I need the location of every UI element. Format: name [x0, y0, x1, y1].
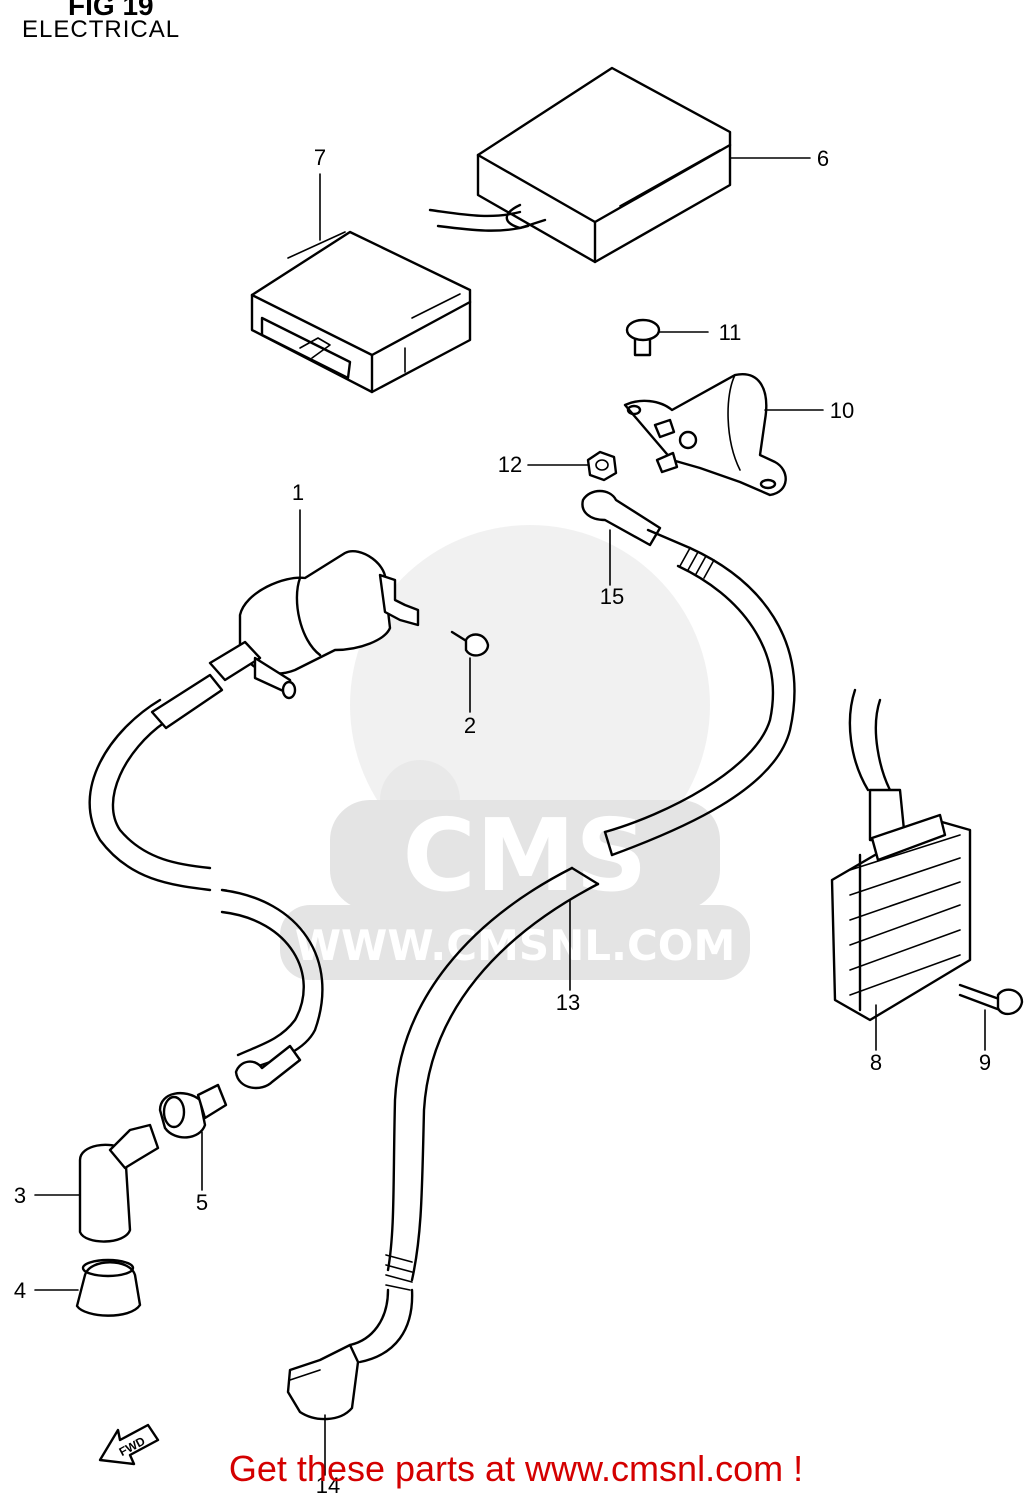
callout-11: 11 — [719, 320, 742, 345]
callout-4: 4 — [14, 1278, 26, 1303]
callout-8: 8 — [870, 1050, 882, 1075]
watermark-url: WWW.CMSNL.COM — [295, 921, 736, 970]
callout-15: 15 — [600, 584, 624, 609]
cms-watermark-logo: CMS WWW.CMSNL.COM — [280, 525, 750, 980]
part-4-cover[interactable] — [75, 1258, 142, 1317]
part-12-nut[interactable] — [586, 450, 618, 482]
figure-title: FIG 19 — [68, 0, 154, 21]
part-14-plug-cap[interactable] — [286, 1343, 360, 1421]
part-6-module-box[interactable] — [428, 66, 732, 264]
part-15-cap[interactable] — [581, 489, 692, 550]
callout-10: 10 — [830, 398, 854, 423]
callout-12: 12 — [498, 452, 522, 477]
part-1-ignition-coil[interactable] — [88, 550, 420, 1090]
callout-1: 1 — [292, 480, 304, 505]
callout-6: 6 — [817, 146, 829, 171]
part-13-cable[interactable] — [348, 546, 796, 1364]
callout-14: 14 — [316, 1473, 340, 1498]
part-2-screw[interactable] — [450, 630, 490, 657]
fwd-arrow-icon: FWD — [98, 1423, 160, 1466]
figure-subtitle: ELECTRICAL — [22, 16, 181, 43]
part-3-plug-cap[interactable] — [78, 1123, 160, 1243]
promo-banner-link[interactable]: Get these parts at www.cmsnl.com ! — [228, 1448, 804, 1489]
part-9-screw[interactable] — [958, 983, 1024, 1016]
callout-3: 3 — [14, 1183, 26, 1208]
callout-7: 7 — [314, 145, 326, 170]
callout-leader-lines — [34, 157, 986, 1476]
part-10-starter-relay[interactable] — [623, 373, 787, 497]
callout-13: 13 — [556, 990, 580, 1015]
part-8-regulator[interactable] — [830, 688, 972, 1022]
callout-5: 5 — [196, 1190, 208, 1215]
callout-2: 2 — [464, 713, 476, 738]
callout-9: 9 — [979, 1050, 991, 1075]
part-11-bolt[interactable] — [625, 318, 661, 357]
part-7-control-unit[interactable] — [250, 230, 472, 394]
part-5-fitting[interactable] — [158, 1083, 228, 1139]
